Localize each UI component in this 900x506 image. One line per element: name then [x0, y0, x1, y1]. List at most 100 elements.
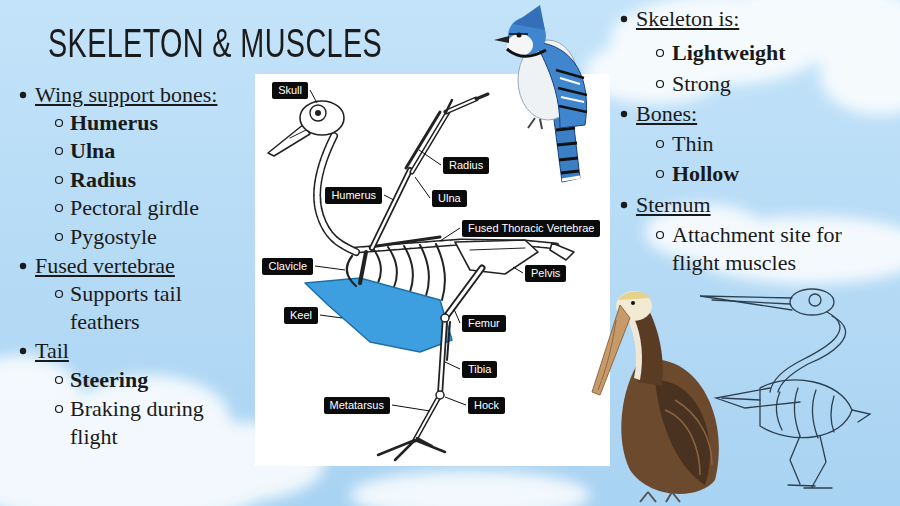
blue-jay: [513, 5, 545, 30]
bone-label: Femur: [462, 315, 506, 332]
bone-name: Ulna: [438, 192, 461, 205]
bone-name: Keel: [290, 309, 312, 322]
leader-line: [445, 397, 466, 405]
pelican: [665, 400, 712, 475]
bone-label: Metatarsus: [324, 397, 390, 414]
bird-skeleton: [420, 245, 429, 296]
bone-label: Radius: [443, 157, 489, 174]
leader-line: [310, 90, 317, 103]
bullet-point: [20, 16, 627, 354]
bird-skeleton: [370, 237, 440, 247]
leader-line: [454, 309, 460, 323]
bone-name: Humerus: [331, 189, 376, 202]
bone-label: Skull: [272, 82, 308, 99]
bird-skeleton: [290, 130, 306, 138]
pelican: [592, 305, 630, 395]
bone-name: Hock: [474, 399, 499, 412]
bullet-item: Lightweight: [672, 39, 786, 67]
bird-skeleton: [436, 391, 444, 399]
bullet-point: [20, 263, 26, 269]
leader-line: [315, 266, 345, 270]
bird-skeleton: [446, 99, 476, 112]
slide-title: SKELETON & MUSCLES: [48, 20, 382, 66]
bird-skeleton: [441, 314, 449, 322]
sub-bullet: [657, 50, 664, 57]
bullet-heading: Bones:: [636, 100, 697, 128]
bullet-item: Pygostyle: [70, 223, 157, 251]
sub-bullet: [657, 232, 664, 239]
skeleton-sketch: [760, 380, 852, 438]
bullet-item: Thin: [672, 130, 714, 158]
bird-skeleton: [436, 244, 445, 300]
pelican: [631, 301, 635, 305]
bird-skeleton: [372, 170, 410, 248]
leader-line: [392, 405, 430, 411]
leader-line: [310, 90, 523, 411]
bullet-item: Radius: [70, 166, 136, 194]
bullet-item: Hollow: [672, 160, 739, 188]
blue-jay: [556, 70, 587, 112]
bone-name: Femur: [468, 317, 500, 330]
bullet-heading: Fused vertebrae: [35, 252, 175, 280]
cloud: [0, 445, 270, 506]
sub-bullet: [56, 234, 63, 241]
sub-bullet: [56, 291, 63, 298]
bone-name: Metatarsus: [330, 399, 384, 412]
blue-jay: [494, 5, 587, 182]
bird-skeleton: [447, 322, 450, 360]
bullet-heading: Tail: [35, 337, 69, 365]
blue-jay: [535, 42, 587, 128]
bird-skeleton: [440, 318, 445, 395]
bullet-point: [621, 202, 627, 208]
skeleton-sketch: [712, 300, 790, 304]
cloud: [350, 471, 590, 506]
bone-label: Tibia: [462, 361, 497, 378]
bird-skeleton: [406, 112, 440, 168]
leader-line: [415, 177, 430, 198]
leader-line: [445, 362, 460, 369]
bird-skeleton: [378, 438, 445, 460]
bird-skeleton: [446, 100, 452, 112]
pelican: [598, 320, 616, 390]
leader-line: [384, 195, 394, 200]
bone-name: Fused Thoracic Vertebrae: [468, 222, 594, 235]
pelican: [621, 359, 719, 494]
bullet-point: [20, 348, 26, 354]
bird-skeleton: [446, 99, 476, 112]
sub-bullet: [56, 205, 63, 212]
sub-bullet: [657, 81, 664, 88]
bone-label: Hock: [468, 397, 505, 414]
bullet-item: Steering: [70, 366, 148, 394]
pelican: [592, 291, 719, 502]
skeleton-sketch: [716, 388, 800, 408]
skeleton-sketch: [700, 289, 870, 488]
pelican: [640, 492, 680, 502]
bullet-item: Supports tail feathers: [70, 280, 245, 336]
bird-skeleton: [310, 105, 326, 121]
blue-jay: [494, 36, 509, 43]
bullet-heading: Skeleton is:: [636, 5, 739, 33]
bone-label: Ulna: [432, 190, 467, 207]
blue-jay: [517, 33, 522, 38]
blue-jay: [528, 118, 542, 129]
blue-jay: [560, 78, 584, 102]
bullet-item: Humerus: [70, 109, 158, 137]
bullet-item: Attachment site for flight muscles: [672, 221, 872, 277]
leader-line: [513, 267, 523, 273]
bird-skeleton: [440, 318, 445, 395]
bone-label: Humerus: [325, 187, 382, 204]
bone-name: Radius: [449, 159, 483, 172]
bullet-point: [621, 16, 627, 22]
cloud: [820, 35, 900, 115]
skeleton-sketch: [788, 436, 815, 486]
bullet-item: Pectoral girdle: [70, 194, 199, 222]
bone-name: Skull: [278, 84, 302, 97]
skeleton-sketch: [776, 388, 834, 438]
bone-label: Keel: [284, 307, 318, 324]
bird-skeleton: [347, 256, 356, 286]
skeleton-sketch: [722, 398, 760, 400]
sub-bullet: [56, 177, 63, 184]
skeleton-sketch: [804, 436, 832, 488]
